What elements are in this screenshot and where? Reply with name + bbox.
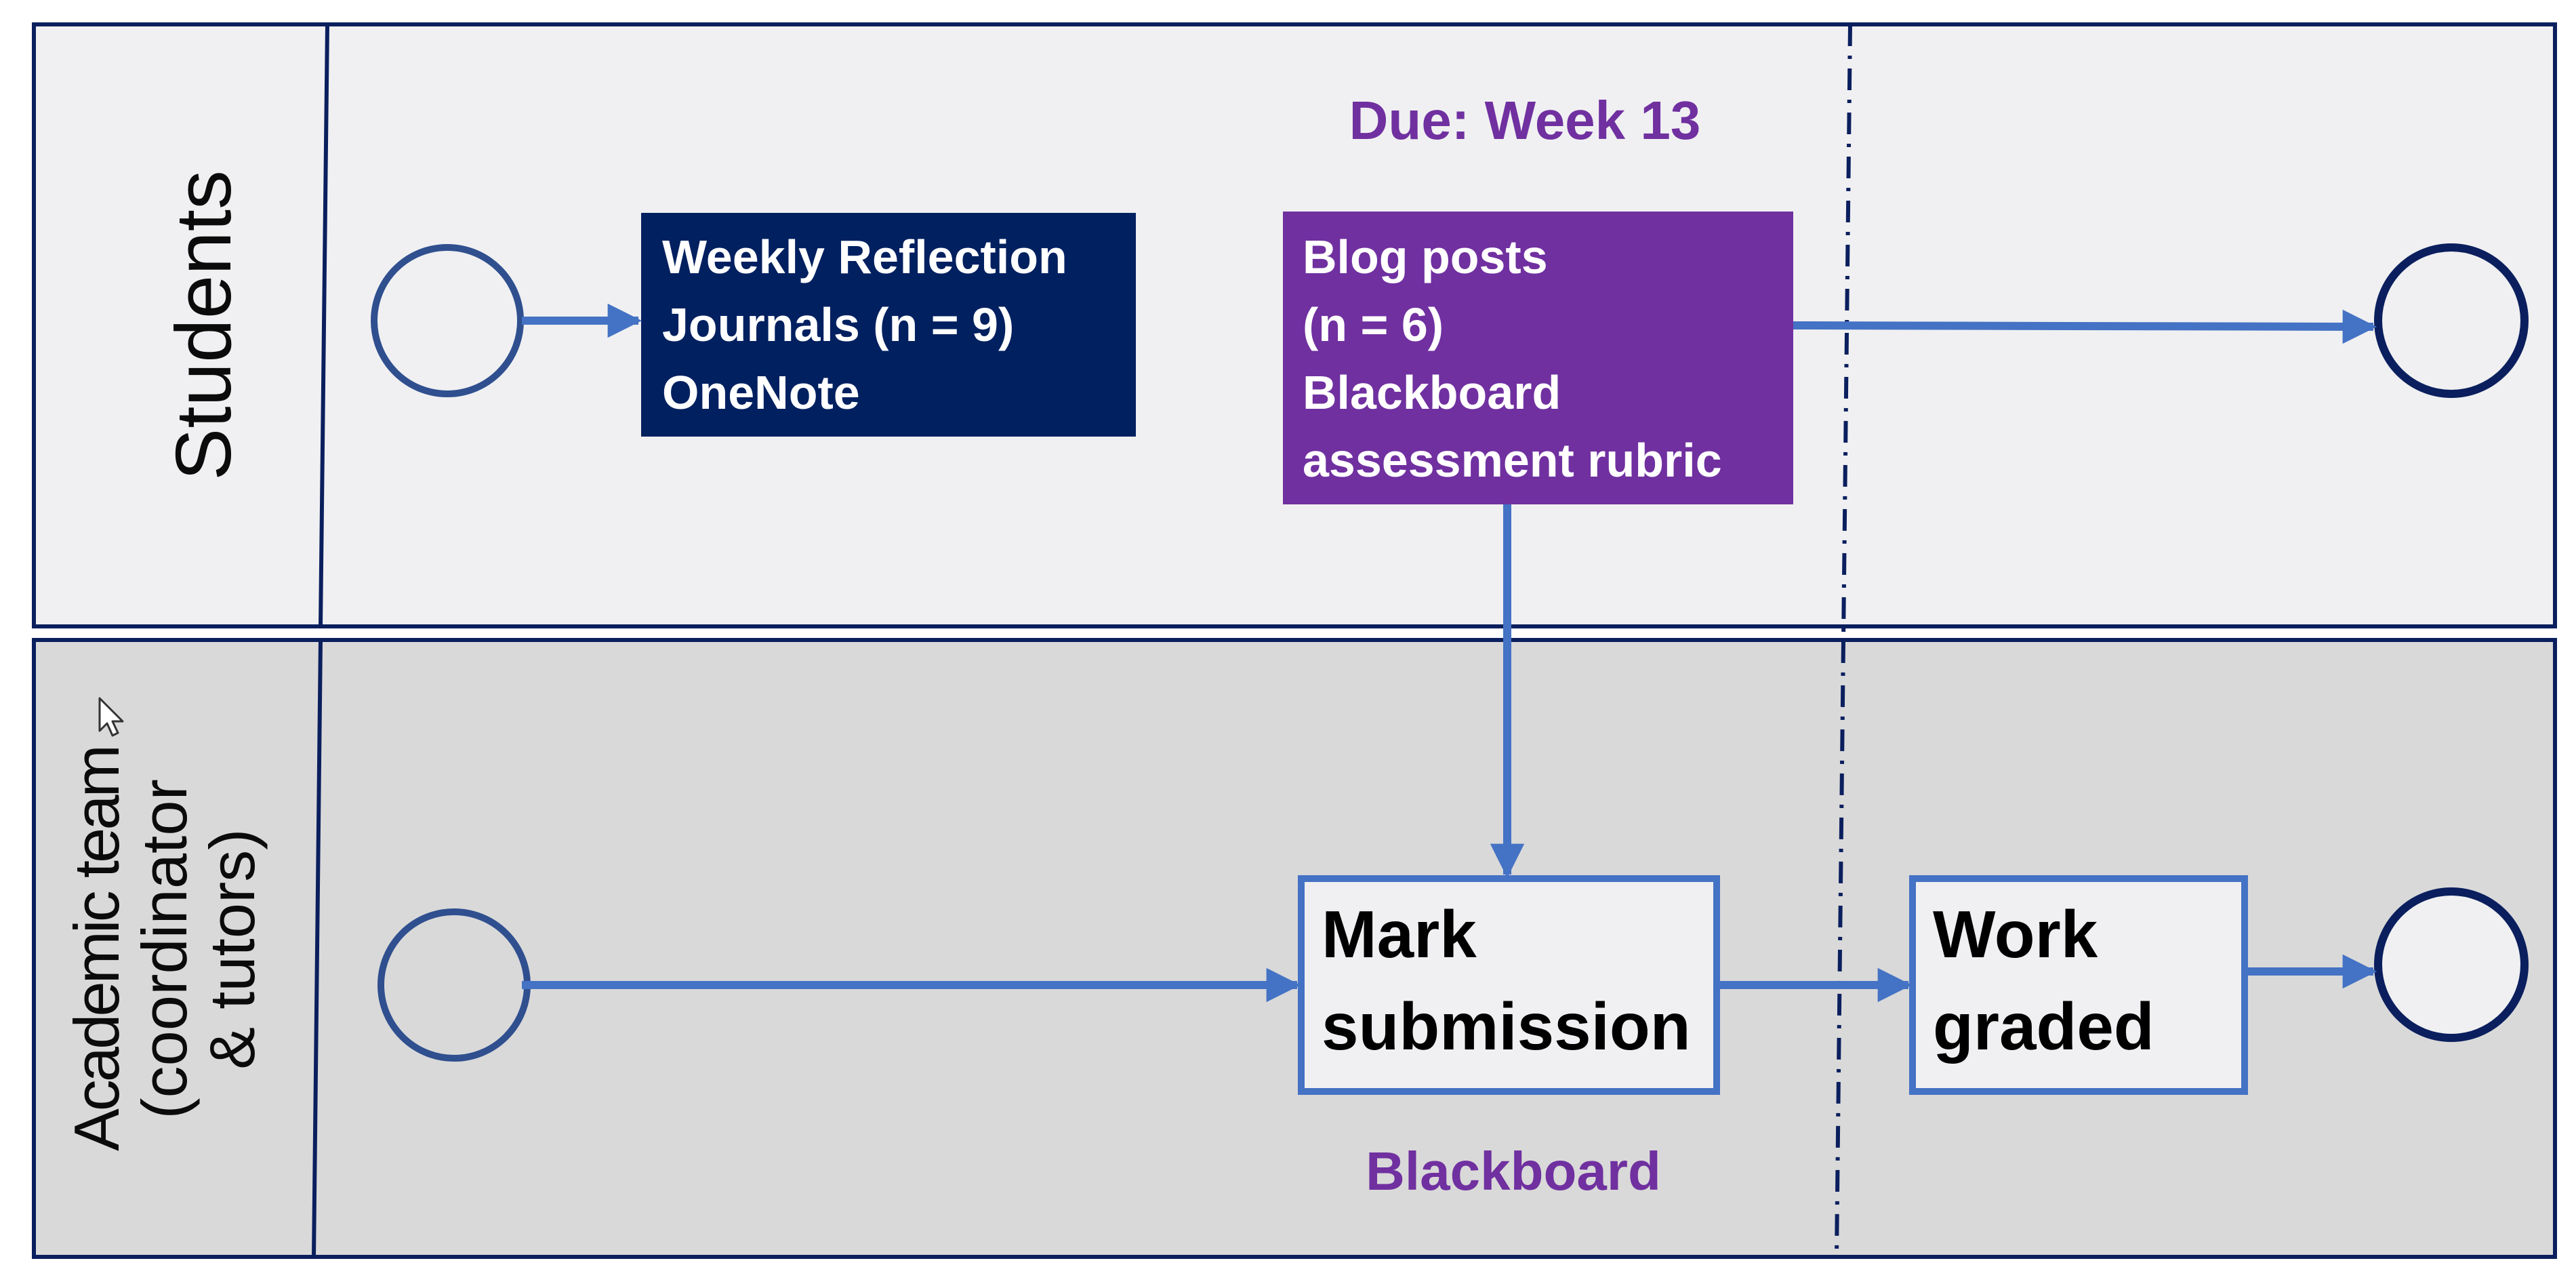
due-date-label: Due: Week 13 [1349,90,1701,151]
mouse-pointer-icon [98,697,124,737]
task-blog-posts-line-4: assessment rubric [1303,434,1722,487]
task-weekly-journals-line-3: OneNote [662,366,860,419]
task-blog-posts-line-2: (n = 6) [1303,298,1444,351]
lane-label-academic-line-3: & tutors) [197,828,268,1069]
task-mark-submission-line-2: submission [1322,989,1691,1064]
academic-start-event [377,908,531,1062]
lane-label-students: Students [159,170,247,481]
task-work-graded-box [1909,875,2248,1095]
task-mark-submission: Mark submission [1298,875,1720,1095]
task-weekly-reflection-journals: Weekly Reflection Journals (n = 9) OneNo… [641,213,1136,437]
milestone-divider-line [1835,24,1852,1258]
academic-end-event [2374,887,2529,1042]
task-work-graded: Work graded [1909,875,2248,1095]
task-mark-submission-box [1298,875,1720,1095]
task-blog-posts-line-3: Blackboard [1303,366,1561,419]
task-blog-posts-box [1283,212,1793,504]
task-blog-posts: Blog posts (n = 6) Blackboard assessment… [1283,212,1793,504]
sequence-flows [522,303,2377,1003]
platform-label: Blackboard [1366,1141,1661,1201]
lane-header-divider-top [319,24,329,627]
task-mark-submission-line-1: Mark [1322,897,1477,971]
task-blog-posts-line-1: Blog posts [1303,230,1548,283]
lane-label-academic-line-1: Academic team [61,747,132,1151]
task-work-graded-line-1: Work [1933,897,2098,971]
flow-blog-to-end [1793,309,2377,344]
task-work-graded-line-2: graded [1933,989,2154,1064]
student-end-event [2374,243,2529,398]
task-weekly-journals-line-1: Weekly Reflection [662,230,1067,283]
lane-header-divider-bottom [312,639,323,1258]
task-weekly-journals-line-2: Journals (n = 9) [662,298,1014,351]
lane-label-academic-team: Academic team (coordinator & tutors) [61,747,268,1151]
task-weekly-journals-box [641,213,1136,437]
lane-label-academic-line-2: (coordinator [129,779,200,1119]
student-start-event [371,244,524,397]
